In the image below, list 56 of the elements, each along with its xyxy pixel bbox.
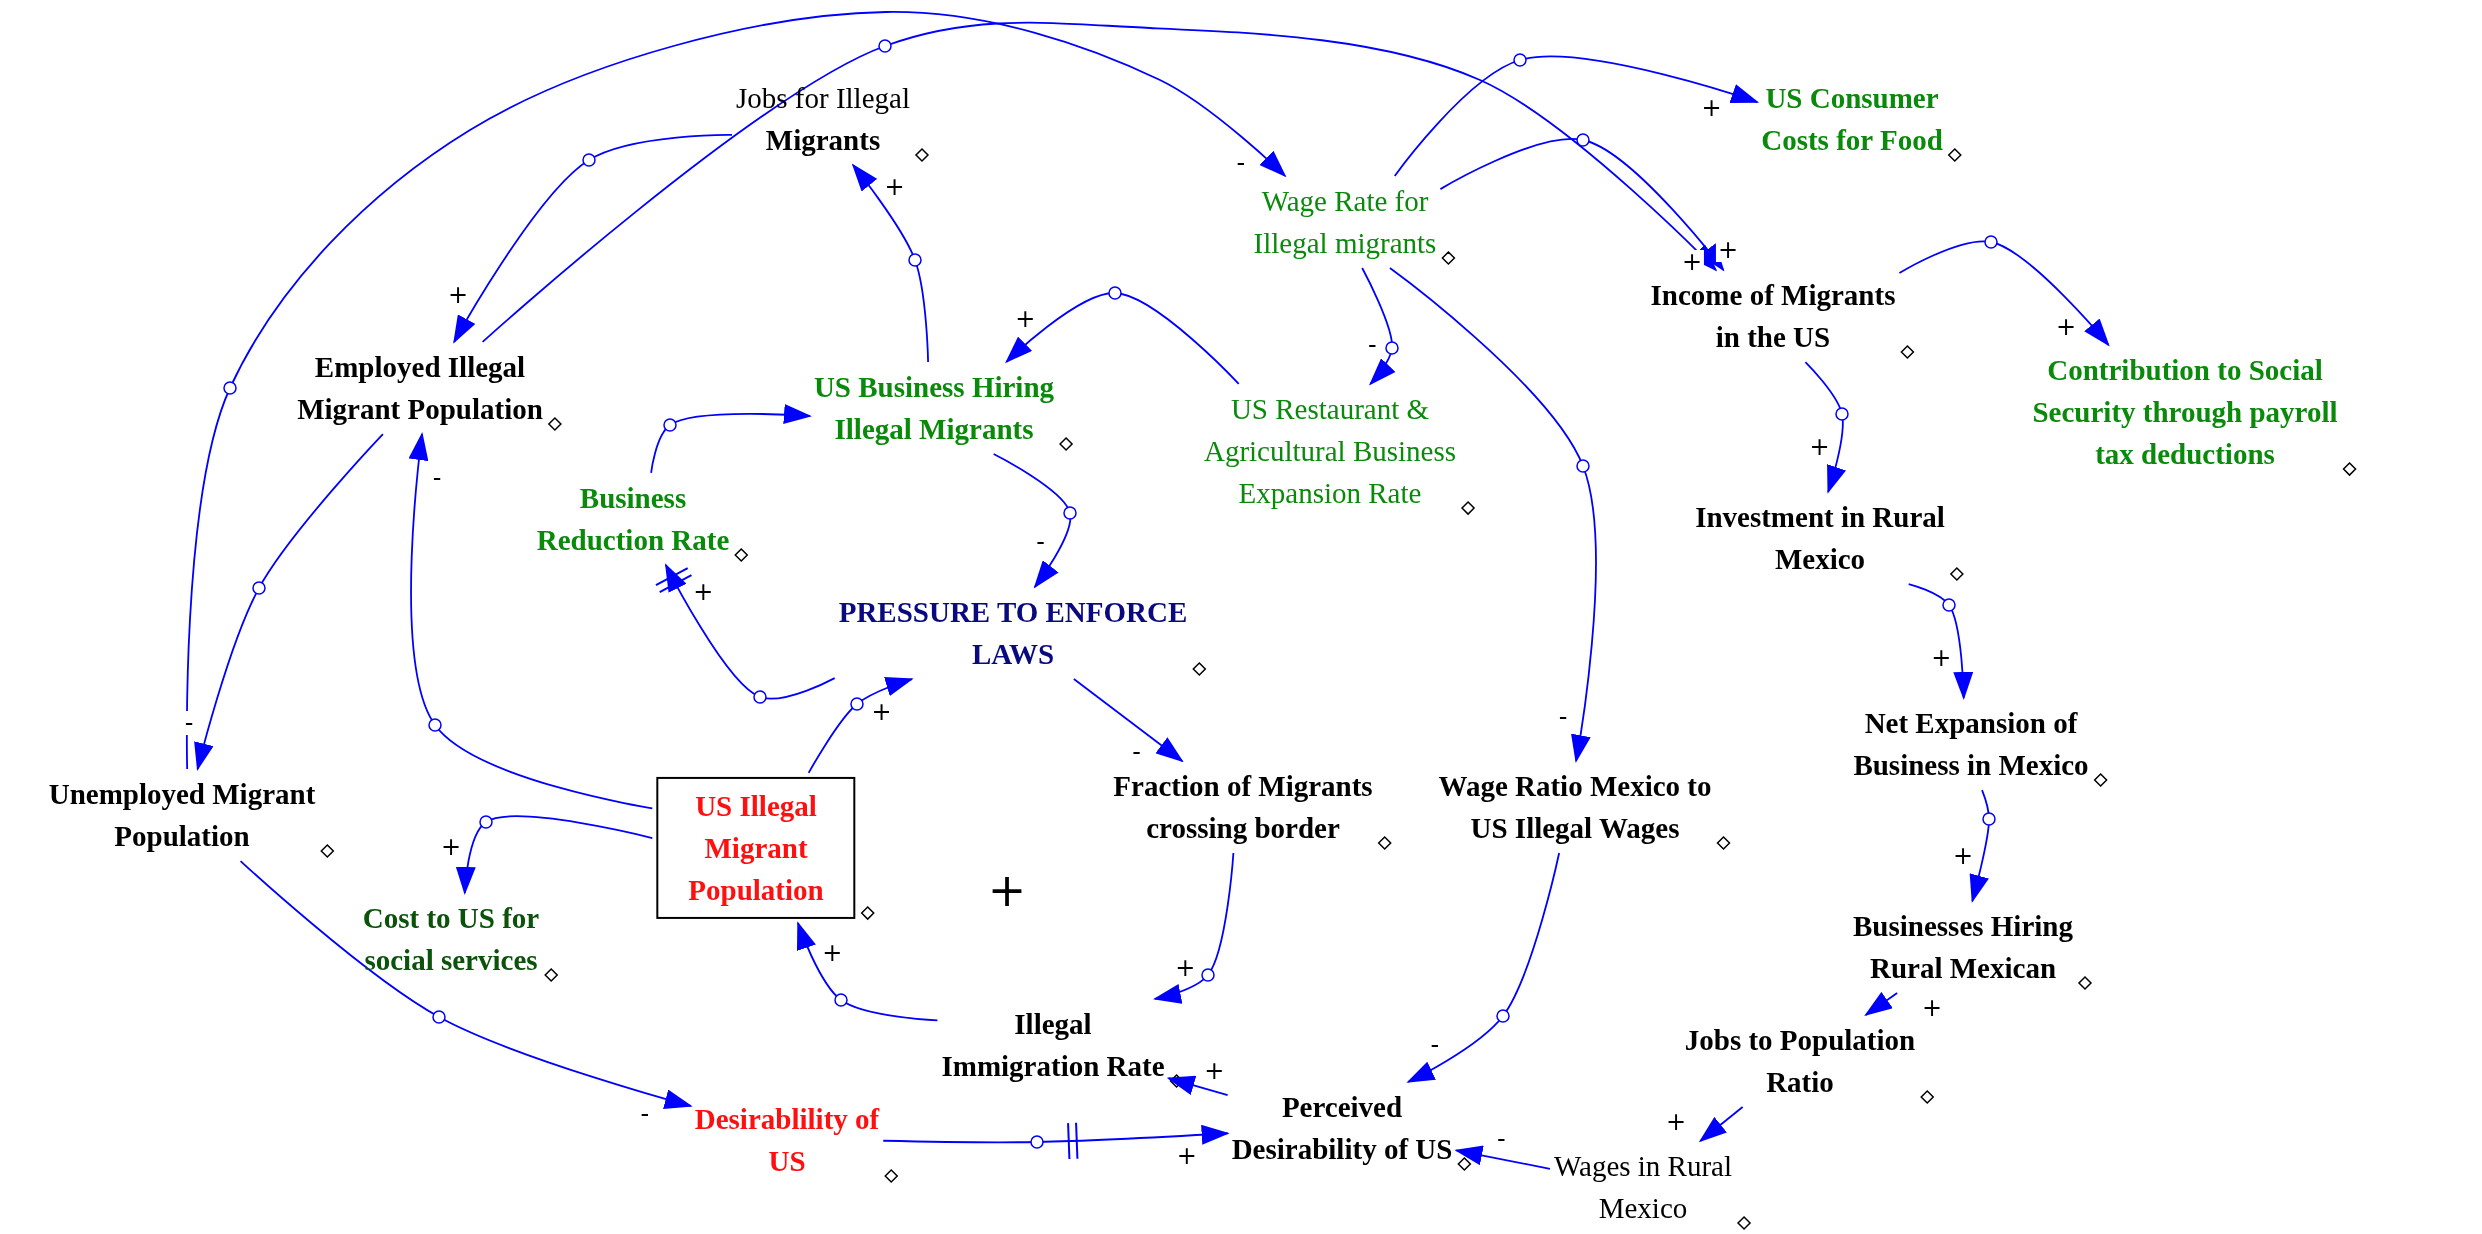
causal-link [408, 432, 654, 810]
causal-link [239, 860, 693, 1109]
causal-link [1393, 55, 1760, 177]
causal-link [807, 677, 914, 774]
variable-label: US Restaurant & Agricultural Business Expansion Rate [1203, 387, 1457, 515]
causal-link [186, 11, 1287, 770]
causal-link [1969, 789, 1990, 903]
causal-link [851, 163, 929, 363]
stock-box [656, 776, 856, 920]
variable-label: Fraction of Migrants crossing border [1113, 764, 1373, 850]
causal-link [1005, 292, 1240, 385]
variable-label: Employed Illegal Migrant Population [297, 345, 543, 431]
causal-link [1072, 678, 1184, 763]
causal-link [1166, 1075, 1229, 1097]
causal-link [1907, 583, 1974, 700]
causal-link [453, 134, 733, 344]
causal-link [664, 563, 836, 700]
variable-label: Investment in Rural Mexico [1695, 495, 1945, 581]
polarity-sign: - [182, 710, 196, 735]
variable-label: Contribution to Social Security through payroll tax deductions [2032, 348, 2338, 476]
variable-label: Income of Migrants in the US [1650, 273, 1896, 359]
variable-label: US Consumer Costs for Food [1761, 76, 1943, 162]
variable-label: Wages in Rural Mexico [1553, 1144, 1733, 1230]
variable-label: US Business Hiring Illegal Migrants [813, 365, 1055, 451]
variable-label: Perceived Desirability of US [1231, 1085, 1453, 1171]
causal-link [797, 921, 939, 1022]
causal-link [650, 404, 812, 474]
variable-label: PRESSURE TO ENFORCE LAWS [838, 590, 1188, 676]
causal-link [1153, 852, 1235, 1004]
causal-link [1454, 1145, 1551, 1170]
variable-label: Illegal Immigration Rate [941, 1002, 1165, 1088]
causal-link [1406, 852, 1561, 1083]
causal-link [882, 1124, 1230, 1145]
causal-link [992, 453, 1072, 589]
causal-link [1361, 267, 1396, 386]
variable-label: Unemployed Migrant Population [48, 772, 316, 858]
variable-label: Desirablility of US [694, 1097, 880, 1183]
causal-link [456, 815, 654, 895]
variable-label: Business Reduction Rate [536, 476, 730, 562]
variable-label: Jobs to Population Ratio [1684, 1018, 1916, 1104]
variable-label: Jobs for Illegal Migrants [736, 76, 910, 162]
causal-link [194, 433, 384, 771]
causal-link [481, 21, 1718, 343]
causal-link [1864, 991, 1899, 1017]
causal-link [1804, 361, 1846, 494]
variable-label: Businesses Hiring Rural Mexican [1853, 904, 2073, 990]
causal-link [1698, 1106, 1744, 1143]
variable-label: Net Expansion of Business in Mexico [1853, 701, 2089, 787]
causal-link [1439, 138, 1725, 272]
causal-link [1389, 267, 1597, 763]
variable-label: Cost to US for social services [362, 896, 540, 982]
stock-label: US Illegal Migrant Population [688, 788, 824, 908]
loop-polarity: + [987, 867, 1027, 913]
causal-link [1898, 240, 2110, 347]
variable-label: Wage Rate for Illegal migrants [1253, 179, 1437, 265]
variable-label: Wage Ratio Mexico to US Illegal Wages [1438, 764, 1712, 850]
